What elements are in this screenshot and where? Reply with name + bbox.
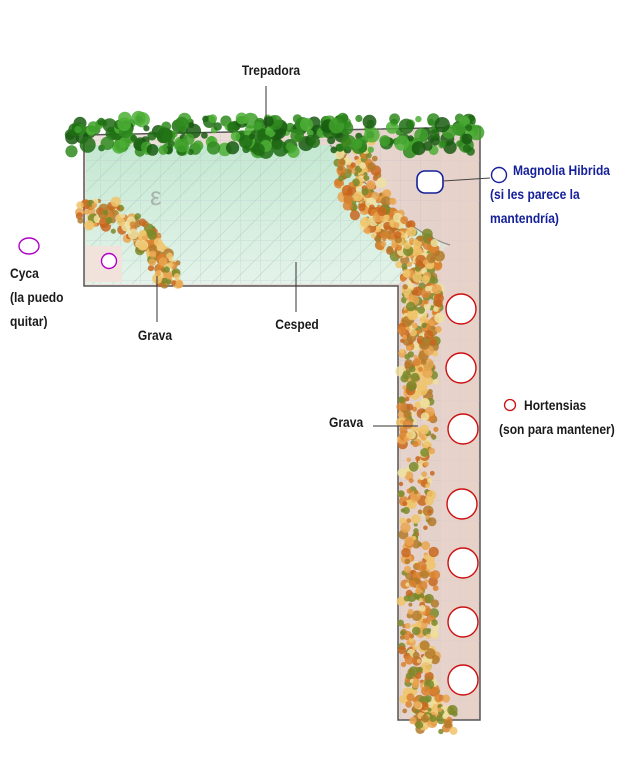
gravel-beds (75, 135, 458, 735)
climber-hedge (64, 110, 485, 159)
hortensias-legend-icon (503, 398, 517, 412)
cyca-legend-icon (18, 237, 40, 255)
label-hortensias-line1: Hortensias (524, 397, 587, 413)
hortensia-symbol (447, 413, 479, 445)
label-magnolia-line1: Magnolia Hibrida (513, 162, 611, 178)
label-grava-left: Grava (137, 327, 173, 343)
hortensia-symbol (445, 352, 477, 384)
svg-text:ε: ε (150, 181, 162, 211)
magnolia-symbol (416, 170, 444, 194)
label-cyca-line1: Cyca (10, 265, 39, 281)
label-cyca-line3: quitar) (10, 313, 48, 329)
hortensia-symbol (447, 664, 479, 696)
cyca-symbol (100, 252, 118, 270)
label-magnolia-line2: (si les parece la (490, 186, 580, 202)
hortensia-symbol (446, 488, 478, 520)
label-magnolia-line3: mantendría) (490, 210, 559, 226)
label-cyca-line2: (la puedo (10, 289, 64, 305)
label-trepadora: Trepadora (241, 62, 301, 78)
hortensia-symbol (447, 606, 479, 638)
magnolia-legend-icon (490, 166, 508, 184)
hortensia-symbol (445, 293, 477, 325)
label-grava-right: Grava (329, 414, 364, 430)
label-hortensias-line2: (son para mantener) (499, 421, 615, 437)
hortensia-symbol (447, 547, 479, 579)
hortensias-row (445, 293, 479, 696)
label-cesped: Cesped (275, 316, 319, 332)
